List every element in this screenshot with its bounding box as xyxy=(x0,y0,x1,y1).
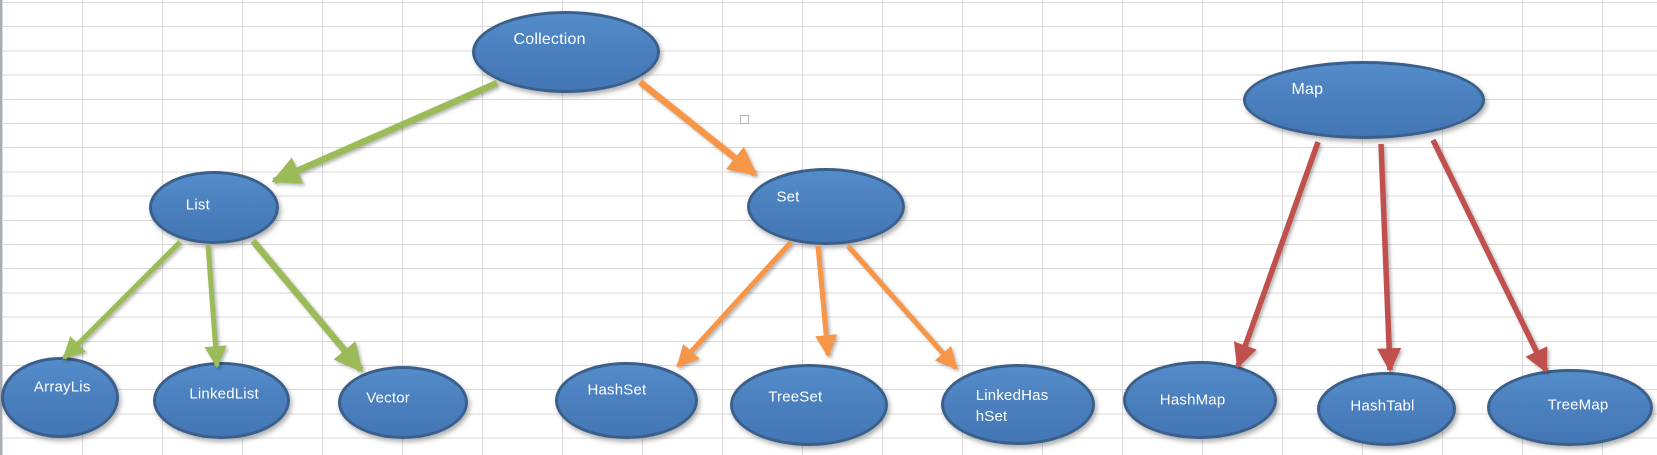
sheet-left-border xyxy=(0,0,2,455)
arrow-list-linkedlist[interactable] xyxy=(204,244,227,369)
arrow-collection-list[interactable] xyxy=(271,80,499,184)
node-label-vector: Vector xyxy=(366,389,410,407)
arrow-list-vector[interactable] xyxy=(250,238,364,373)
node-label-list: List xyxy=(185,196,210,214)
node-label-hashmap: HashMap xyxy=(1159,391,1226,409)
node-hashtable[interactable]: HashTabl xyxy=(1317,372,1456,446)
node-vector[interactable]: Vector xyxy=(338,366,468,439)
node-label-hashset: HashSet xyxy=(587,381,647,399)
node-map[interactable]: Map xyxy=(1243,61,1485,139)
node-label-treemap: TreeMap xyxy=(1547,396,1609,414)
anchor-square xyxy=(740,115,749,124)
arrow-map-hashtable[interactable] xyxy=(1377,143,1402,373)
node-collection[interactable]: Collection xyxy=(472,11,660,93)
node-linkedlist[interactable]: LinkedList xyxy=(153,362,290,439)
node-hashset[interactable]: HashSet xyxy=(555,362,698,439)
arrow-set-hashset[interactable] xyxy=(676,240,793,368)
node-label-arraylist: ArrayLis xyxy=(33,378,91,396)
arrow-set-linkedhashset[interactable] xyxy=(846,244,958,370)
node-list[interactable]: List xyxy=(149,171,279,244)
arrow-map-hashmap[interactable] xyxy=(1233,141,1321,369)
node-label-treeset: TreeSet xyxy=(768,388,823,406)
arrow-list-arraylist[interactable] xyxy=(62,240,182,360)
node-label-collection: Collection xyxy=(513,30,586,48)
node-label-set: Set xyxy=(776,188,800,206)
node-label-hashtable: HashTabl xyxy=(1350,397,1415,415)
node-treeset[interactable]: TreeSet xyxy=(730,364,888,446)
arrow-collection-set[interactable] xyxy=(637,79,758,177)
node-hashmap[interactable]: HashMap xyxy=(1123,361,1277,439)
node-label-linkedlist: LinkedList xyxy=(189,385,259,403)
arrow-set-treeset[interactable] xyxy=(815,245,838,358)
node-label-map: Map xyxy=(1291,80,1324,98)
node-set[interactable]: Set xyxy=(747,168,905,245)
arrow-map-treemap[interactable] xyxy=(1430,138,1549,374)
node-arraylist[interactable]: ArrayLis xyxy=(1,357,119,438)
node-treemap[interactable]: TreeMap xyxy=(1487,369,1653,446)
